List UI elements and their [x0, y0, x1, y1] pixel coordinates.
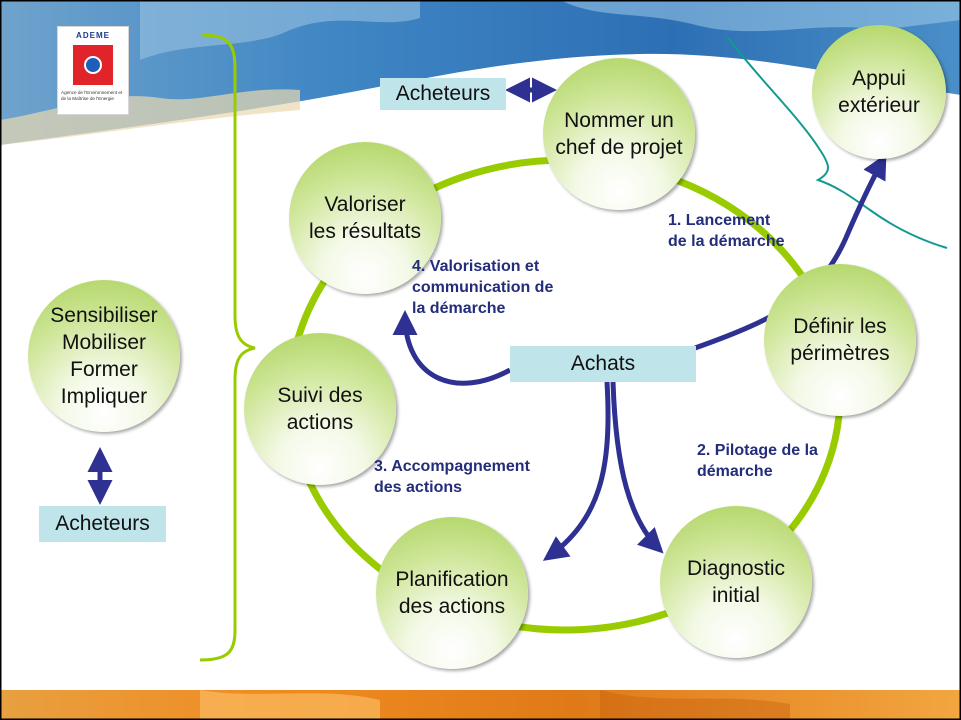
phase-1-label: 1. Lancement de la démarche	[668, 212, 785, 250]
arrow-achats-diagnostic	[610, 381, 664, 554]
phase-3-label: 3. Accompagnement des actions	[374, 458, 530, 496]
bottom-banner-texture	[0, 690, 961, 720]
node-planification-actions: Planification des actions	[376, 517, 528, 669]
left-brace-large	[199, 33, 256, 662]
ademe-logo: ADEME Agence de l'Environnement et de la…	[57, 26, 129, 115]
logo-subtitle: Agence de l'Environnement et de la Maîtr…	[61, 90, 123, 101]
node-appui-exterieur: Appui extérieur	[812, 25, 946, 159]
achats-box: Achats	[510, 346, 696, 382]
node-suivi-actions: Suivi des actions	[244, 333, 396, 485]
phase-2-label: 2. Pilotage de la démarche	[697, 442, 818, 480]
arrow-achats-planification	[542, 381, 611, 561]
phase-4-label: 4. Valorisation et communication de la d…	[412, 258, 554, 317]
logo-title: ADEME	[76, 31, 110, 40]
arrow-achats-valoriser	[392, 310, 512, 386]
node-diagnostic-initial: Diagnostic initial	[660, 506, 812, 658]
acheteurs-box-left: Acheteurs	[39, 506, 166, 542]
ademe-globe-icon	[73, 45, 113, 85]
node-sensibiliser: Sensibiliser Mobiliser Former Impliquer	[28, 280, 180, 432]
node-definir-perimetres: Définir les périmètres	[764, 264, 916, 416]
node-nommer-chef-de-projet: Nommer un chef de projet	[543, 58, 695, 210]
node-valoriser-resultats: Valoriser les résultats	[289, 142, 441, 294]
arrow-achats-appui	[694, 153, 887, 351]
teal-brace	[727, 37, 948, 249]
acheteurs-box-top: Acheteurs	[380, 78, 506, 110]
